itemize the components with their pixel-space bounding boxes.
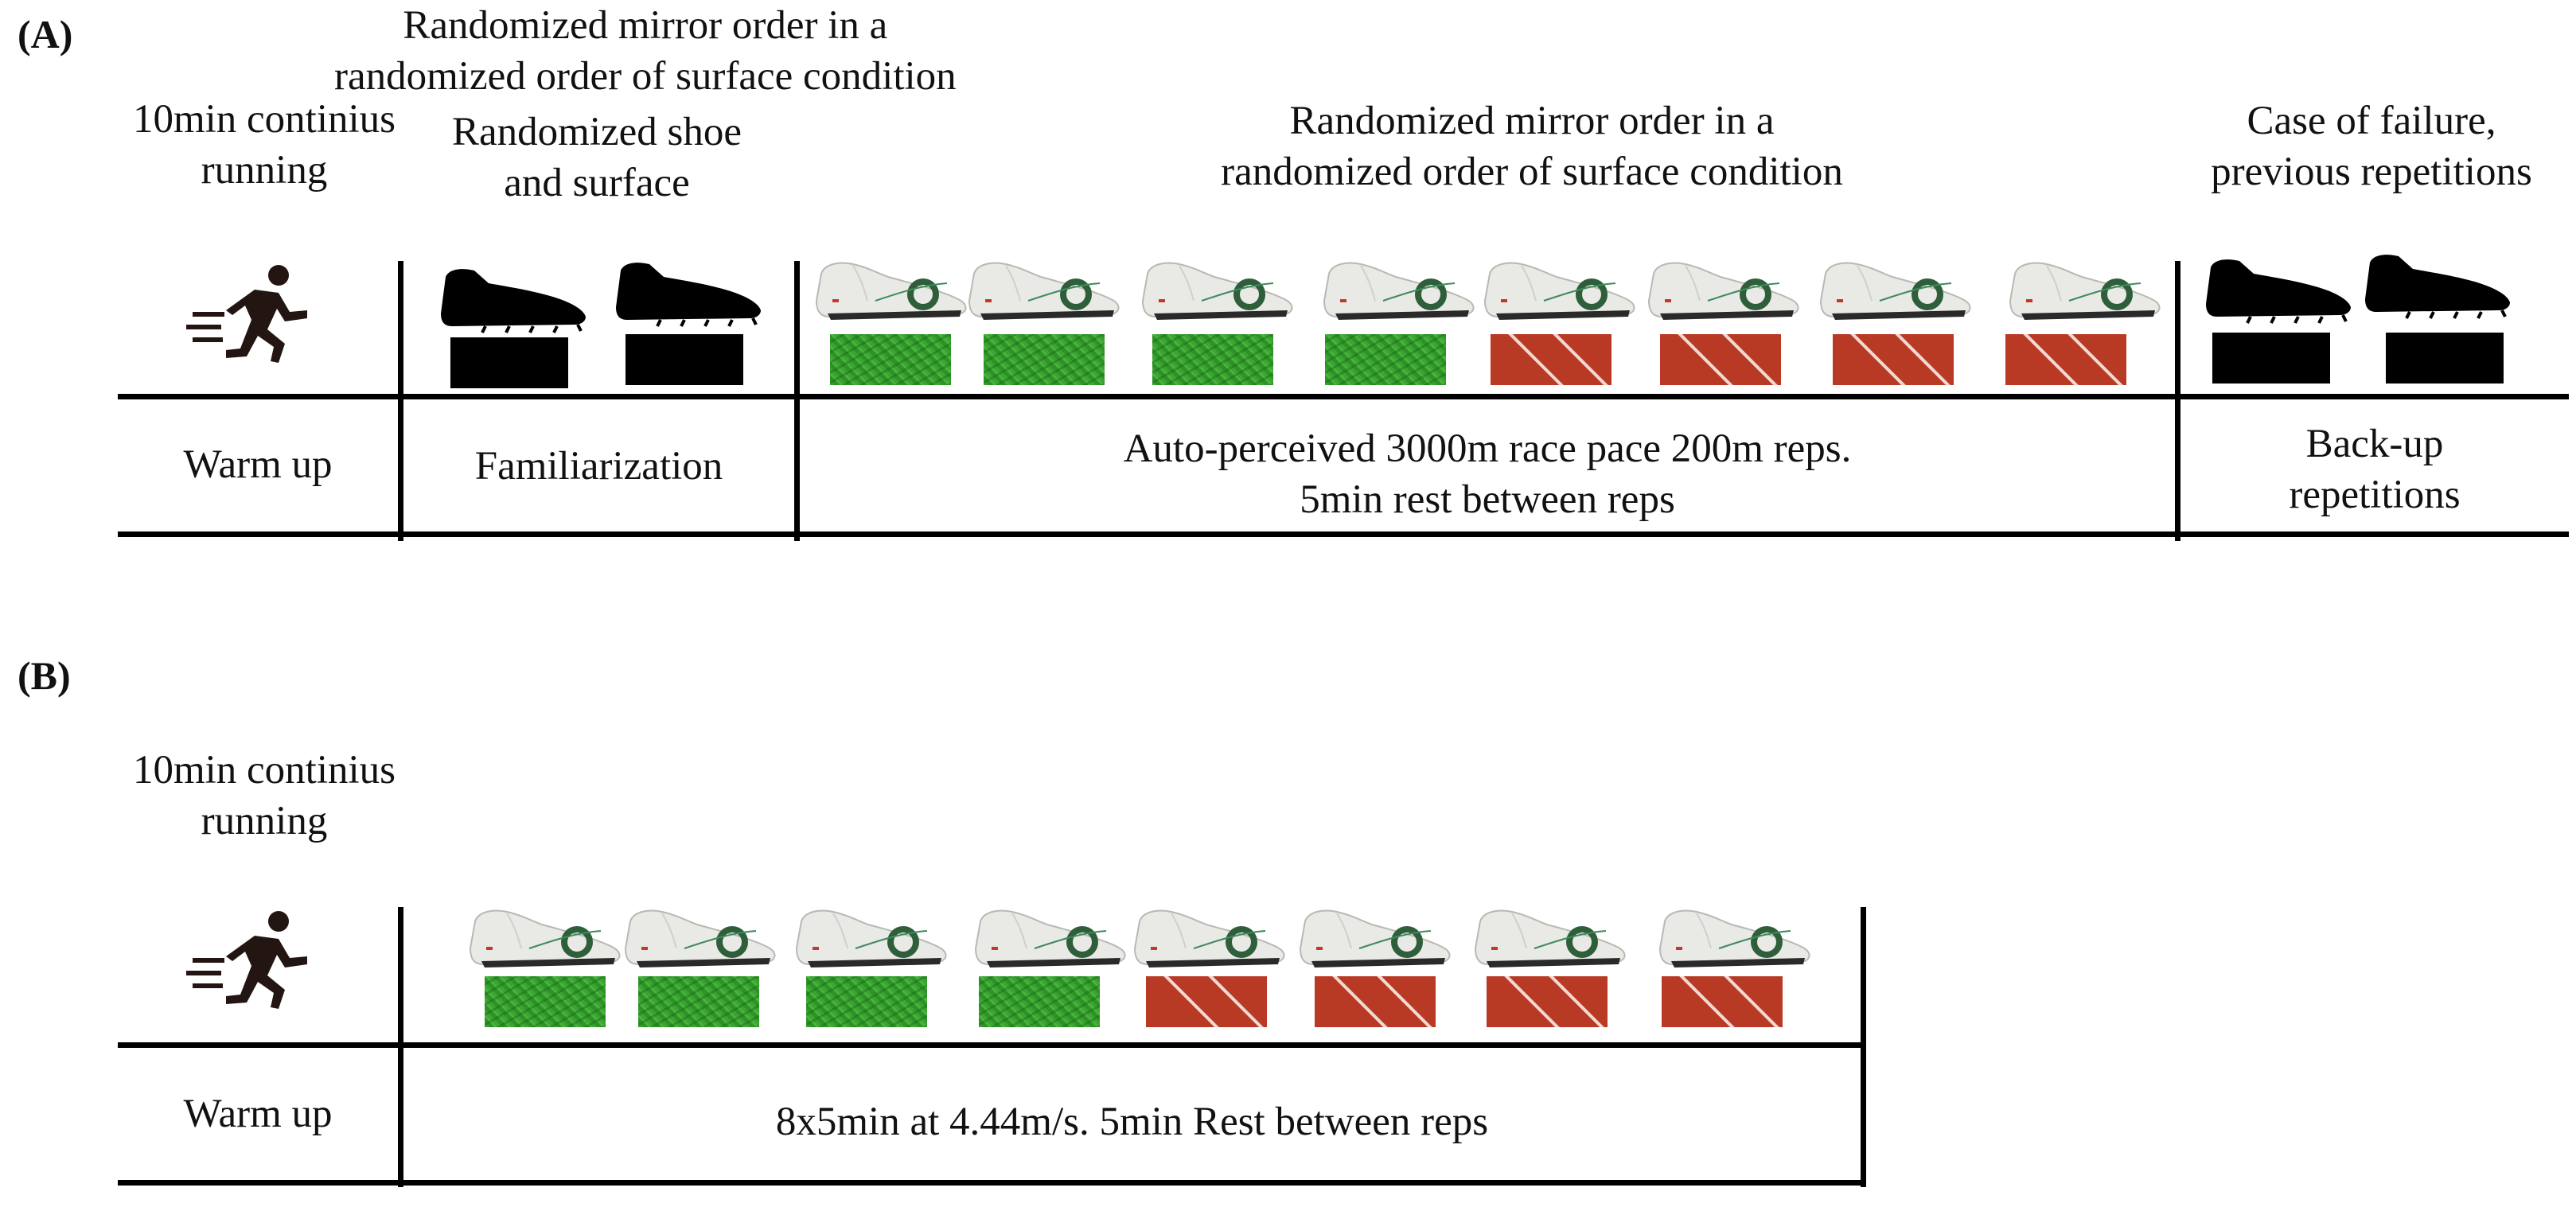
spike-shoe-icon — [792, 901, 949, 972]
spike-shoe-icon — [1138, 253, 1296, 325]
track-surface-icon — [1315, 976, 1436, 1027]
spike-shoe-icon — [1471, 901, 1628, 972]
panel-a-row-warmup: Warm up — [183, 442, 333, 487]
panel-a-row-main-line1: Auto-perceived 3000m race pace 200m reps… — [1123, 426, 1852, 471]
panel-a-row-main: Auto-perceived 3000m race pace 200m reps… — [800, 423, 2175, 525]
grass-surface-icon — [1152, 334, 1273, 385]
spike-shoe-icon — [1644, 253, 1802, 325]
panel-a-header-main-line2: randomized order of surface condition — [1221, 150, 1843, 194]
panel-a-divider-3 — [2175, 261, 2180, 541]
panel-b-header-main: Randomized mirror order in a randomized … — [334, 0, 957, 102]
panel-a-row-main-line2: 5min rest between reps — [1300, 477, 1675, 522]
track-surface-icon — [1660, 334, 1781, 385]
spike-shoe-icon — [2005, 253, 2163, 325]
shoe-silhouette-icon — [2362, 248, 2513, 320]
panel-a-header-backup: Case of failure, previous repetitions — [2173, 95, 2570, 197]
panel-a-divider-2 — [794, 261, 800, 541]
spike-shoe-icon — [1816, 253, 1974, 325]
track-surface-icon — [1662, 976, 1783, 1027]
panel-a-header-backup-line1: Case of failure, — [2247, 99, 2496, 143]
panel-b-header-warmup-line2: running — [201, 799, 328, 843]
surface-placeholder-block — [2212, 333, 2330, 384]
panel-b-bottom-line — [118, 1180, 1866, 1186]
panel-a-label: (A) — [18, 12, 73, 56]
grass-surface-icon — [984, 334, 1105, 385]
panel-b-header-warmup: 10min continius running — [49, 745, 479, 847]
panel-b-header-main-line2: randomized order of surface condition — [334, 54, 957, 99]
track-surface-icon — [2005, 334, 2126, 385]
shoe-silhouette-icon — [2203, 253, 2354, 325]
surface-placeholder-block — [2386, 333, 2504, 384]
panel-a-bottom-line — [118, 531, 2569, 537]
surface-placeholder-block — [625, 334, 743, 385]
spike-shoe-icon — [971, 901, 1128, 972]
panel-b-row-line — [118, 1042, 1866, 1048]
grass-surface-icon — [1325, 334, 1446, 385]
running-person-icon — [185, 909, 320, 1012]
panel-a-header-main-line1: Randomized mirror order in a — [1289, 99, 1775, 143]
spike-shoe-icon — [1296, 901, 1453, 972]
track-surface-icon — [1833, 334, 1954, 385]
track-surface-icon — [1487, 976, 1608, 1027]
panel-b-row-warmup: Warm up — [183, 1092, 333, 1136]
spike-shoe-icon — [812, 253, 969, 325]
spike-shoe-icon — [1655, 901, 1813, 972]
panel-a-header-backup-line2: previous repetitions — [2211, 150, 2532, 194]
panel-a-row-backup-line2: repetitions — [2289, 473, 2461, 517]
panel-a-row-familiarization: Familiarization — [474, 444, 723, 489]
grass-surface-icon — [830, 334, 951, 385]
shoe-silhouette-icon — [438, 263, 589, 334]
grass-surface-icon — [806, 976, 927, 1027]
panel-b-header-main-line1: Randomized mirror order in a — [403, 3, 888, 48]
panel-a-header-warmup-line2: running — [201, 148, 328, 193]
panel-a-row-backup-line1: Back-up — [2305, 422, 2444, 466]
running-person-icon — [185, 263, 320, 366]
panel-a-header-familiar-line2: and surface — [504, 161, 690, 205]
panel-a-header-warmup-line1: 10min continius — [132, 97, 396, 142]
track-surface-icon — [1146, 976, 1267, 1027]
panel-a-header-main: Randomized mirror order in a randomized … — [800, 95, 2264, 197]
spike-shoe-icon — [965, 253, 1122, 325]
panel-a-row-backup: Back-up repetitions — [2180, 419, 2569, 520]
panel-a-header-familiar-line1: Randomized shoe — [452, 110, 742, 154]
grass-surface-icon — [485, 976, 606, 1027]
spike-shoe-icon — [466, 901, 623, 972]
spike-shoe-icon — [1480, 253, 1638, 325]
grass-surface-icon — [979, 976, 1100, 1027]
panel-b-label: (B) — [18, 653, 71, 698]
panel-a-header-warmup: 10min continius running — [49, 94, 479, 196]
grass-surface-icon — [638, 976, 759, 1027]
shoe-silhouette-icon — [613, 256, 764, 328]
panel-a-row-line — [118, 394, 2569, 399]
spike-shoe-icon — [1130, 901, 1288, 972]
surface-placeholder-block — [450, 337, 568, 388]
track-surface-icon — [1491, 334, 1611, 385]
panel-a-divider-1 — [398, 261, 403, 541]
panel-a-header-familiarization: Randomized shoe and surface — [406, 107, 788, 208]
panel-b-row-main: 8x5min at 4.44m/s. 5min Rest between rep… — [775, 1100, 1489, 1144]
panel-b-header-warmup-line1: 10min continius — [132, 748, 396, 792]
spike-shoe-icon — [1319, 253, 1477, 325]
spike-shoe-icon — [621, 901, 778, 972]
